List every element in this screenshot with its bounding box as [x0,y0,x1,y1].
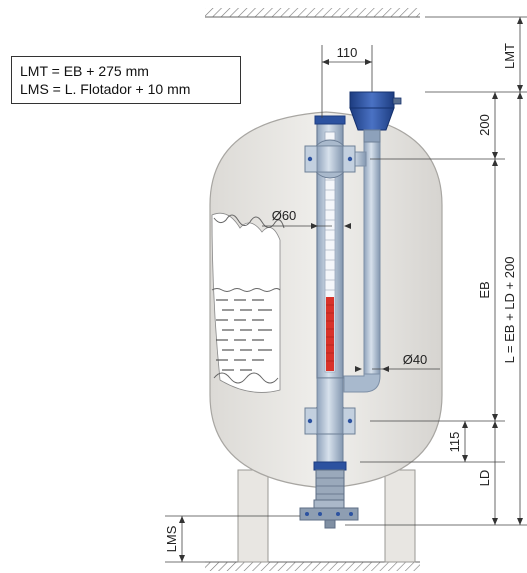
liquid-bottom-wave [213,372,279,384]
drain-fitting [315,469,345,501]
dim-eb-label: EB [477,281,492,298]
upper-flange [304,139,356,179]
indicator-window [324,131,336,373]
drain-plug [324,519,336,529]
floor-hatch [205,562,420,571]
liquid-surface-wave [211,288,281,292]
dim-200-label: 200 [477,114,492,136]
dim-total-label: L = EB + LD + 200 [502,257,517,364]
main-tube-cap [314,115,346,125]
bottom-blue-band [313,461,347,471]
bottom-flange-bolts [305,512,353,516]
dim-ld-label: LD [477,470,492,487]
indicator-red-segments [326,304,334,362]
liquid-dashes [216,299,272,371]
legend-lms-formula: LMS = L. Flotador + 10 mm [20,81,191,97]
float-chamber [316,433,344,463]
formula-legend: LMT = EB + 275 mm LMS = L. Flotador + 10… [11,56,241,104]
indicator-red-level [326,297,334,371]
dimension-lines [165,16,527,563]
bypass-elbow [343,373,381,393]
dim-lmt-label: LMT [502,43,517,69]
lower-flange [304,377,356,441]
legend-lmt-formula: LMT = EB + 275 mm [20,63,149,79]
dim-110-label: 110 [337,45,358,60]
tank-cutaway-wave [213,214,285,229]
bypass-tube [363,141,381,375]
dim-lms-label: LMS [164,525,179,552]
dimension-arrows [179,17,523,562]
dim-diameter-main-label: Ø60 [272,208,297,223]
dim-115-label: 115 [447,432,462,453]
ceiling-hatch [205,8,420,17]
tank-cutaway [211,212,281,393]
bottom-flange-neck [313,499,345,509]
dim-diameter-bypass-label: Ø40 [403,352,428,367]
